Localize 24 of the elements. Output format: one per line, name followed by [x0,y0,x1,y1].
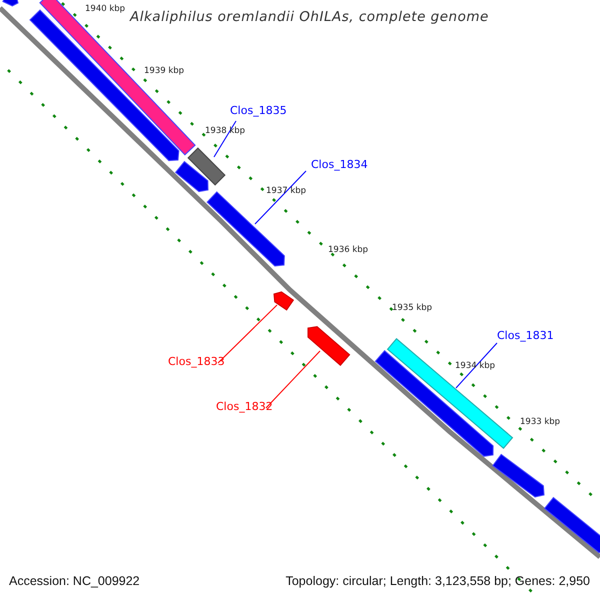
accession-text: Accession: NC_009922 [9,575,140,589]
tick-label: 1938 kbp [205,127,246,136]
tick-label: 1934 kbp [455,362,496,372]
genome-info-text: Topology: circular; Length: 3,123,558 bp; Genes: 2,950 [286,575,590,589]
gene-label: Clos_1831 [497,330,554,342]
leader-line [218,304,278,364]
tick-label: 1939 kbp [144,67,184,76]
tick-label: 1935 kbp [392,304,432,314]
tick-label: 1936 kbp [328,246,368,256]
title: Alkaliphilus oremlandii OhILAs, complete genome [130,10,489,25]
gene-label: Clos_1833 [168,356,225,368]
tick-label: 1937 kbp [266,187,306,196]
tick-label: 1940 kbp [85,5,126,14]
gene-feature [187,147,226,186]
gene-label: Clos_1832 [216,401,273,414]
leader-line [266,350,320,408]
leader-line [214,120,236,158]
leader-line [456,342,498,388]
tick-label: 1933 kbp [520,418,560,428]
gene-feature [273,291,294,311]
gene-label: Clos_1834 [311,159,368,172]
gene-feature [308,326,350,366]
leader-line [254,170,306,224]
gene-label: Clos_1835 [230,105,287,118]
